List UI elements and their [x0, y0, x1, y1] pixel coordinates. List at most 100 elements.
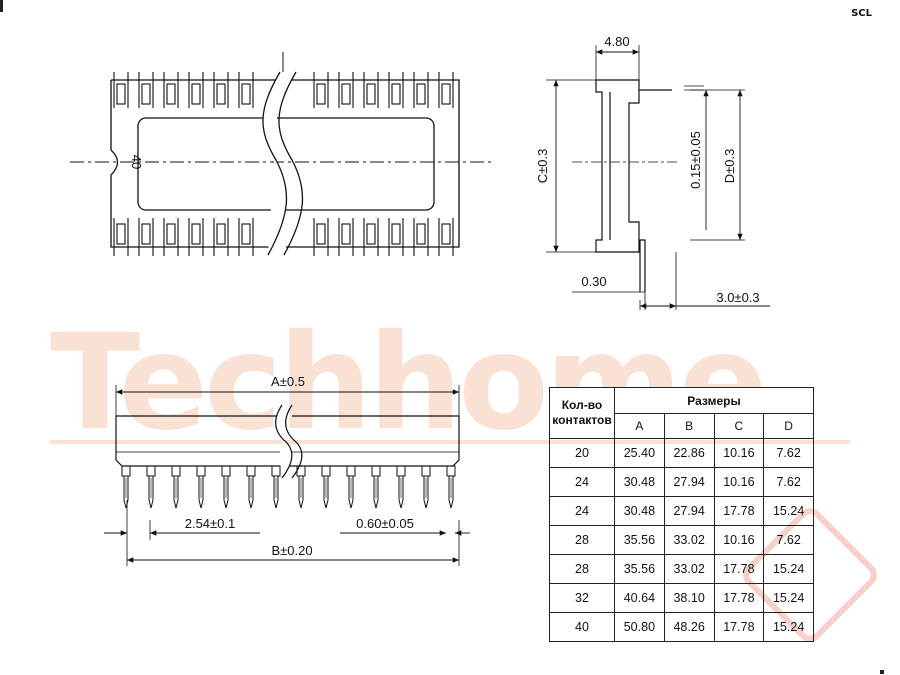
col-header-d: D [763, 413, 814, 439]
table-row: 24 30.48 27.94 10.16 7.62 [549, 467, 814, 497]
brand-label: SCL [851, 8, 872, 19]
cell-a: 25.40 [614, 438, 665, 468]
lead-pin [446, 465, 456, 509]
dim-pitch: 2.54±0.1 [185, 516, 236, 531]
cell-c: 10.16 [713, 525, 765, 555]
table-row: 32 40.64 38.10 17.78 15.24 [549, 583, 814, 613]
dim-pin-length: 3.0±0.3 [716, 290, 759, 305]
pin-contact [241, 223, 251, 245]
lead-pin [321, 465, 331, 509]
col-header-b: B [663, 413, 715, 439]
pin-contact [191, 83, 201, 105]
cell-c: 17.78 [713, 496, 765, 526]
table-row: 28 35.56 33.02 10.16 7.62 [549, 525, 814, 555]
cell-pins: 32 [549, 583, 615, 613]
cell-a: 40.64 [614, 583, 665, 613]
cell-pins: 24 [549, 496, 615, 526]
table-row: 24 30.48 27.94 17.78 15.24 [549, 496, 814, 526]
lead-pin [171, 465, 181, 509]
pin-contact [191, 223, 201, 245]
side-view [546, 45, 770, 310]
dim-c: C±0.3 [535, 149, 550, 184]
pin-contact [166, 223, 176, 245]
pin-contact [166, 83, 176, 105]
corner-mark [880, 670, 884, 674]
dim-b: B±0.20 [271, 543, 312, 558]
lead-pin [396, 465, 406, 509]
dim-pin-width: 0.60±0.05 [356, 516, 414, 531]
cell-b: 38.10 [663, 583, 715, 613]
dim-a: A±0.5 [271, 374, 305, 389]
cell-d: 7.62 [763, 438, 814, 468]
pin-contact [441, 83, 451, 105]
front-view [104, 385, 470, 566]
lead-pin [371, 465, 381, 509]
pin-contact [216, 83, 226, 105]
lead-pin [121, 465, 131, 509]
pin-contact [241, 83, 251, 105]
lead-pin [421, 465, 431, 509]
corner-mark [0, 0, 3, 12]
lead-pin [346, 465, 356, 509]
col-header-c: C [713, 413, 765, 439]
pin-contact [416, 83, 426, 105]
pin-contact [391, 223, 401, 245]
cell-a: 50.80 [614, 612, 665, 642]
table-row: 28 35.56 33.02 17.78 15.24 [549, 554, 814, 584]
pin-contact [316, 223, 326, 245]
pin-contact [416, 223, 426, 245]
cell-pins: 28 [549, 525, 615, 555]
cell-c: 17.78 [713, 583, 765, 613]
pin-contact [116, 223, 126, 245]
cell-c: 10.16 [713, 438, 765, 468]
lead-pin [246, 465, 256, 509]
cell-a: 35.56 [614, 525, 665, 555]
cell-pins: 40 [549, 612, 615, 642]
cell-d: 15.24 [763, 583, 814, 613]
cell-b: 33.02 [663, 554, 715, 584]
table-row: 20 25.40 22.86 10.16 7.62 [549, 438, 814, 468]
cell-a: 30.48 [614, 496, 665, 526]
cell-c: 10.16 [713, 467, 765, 497]
pin-contact [441, 223, 451, 245]
pin-contact [391, 83, 401, 105]
cell-d: 15.24 [763, 496, 814, 526]
pin-contact [116, 83, 126, 105]
pin-contact [341, 223, 351, 245]
pins-header: Кол-во контактов [549, 387, 615, 439]
cell-d: 15.24 [763, 612, 814, 642]
dim-thickness: 0.15±0.05 [688, 131, 703, 189]
lead-pin [296, 465, 306, 509]
pin-contact [141, 83, 151, 105]
lead-pin [146, 465, 156, 509]
cell-a: 30.48 [614, 467, 665, 497]
lead-pin [196, 465, 206, 509]
lead-pin [221, 465, 231, 509]
pin-contact [216, 223, 226, 245]
cell-b: 48.26 [663, 612, 715, 642]
cell-pins: 28 [549, 554, 615, 584]
cell-c: 17.78 [713, 554, 765, 584]
col-header-a: A [614, 413, 665, 439]
pin-contact [366, 223, 376, 245]
cell-d: 7.62 [763, 467, 814, 497]
cell-b: 22.86 [663, 438, 715, 468]
top-view [70, 52, 495, 256]
dim-d: D±0.3 [722, 149, 737, 184]
cell-pins: 24 [549, 467, 615, 497]
dim-body-width: 4.80 [604, 34, 629, 49]
lead-pin [271, 465, 281, 509]
sizes-header: Размеры [614, 387, 814, 414]
cell-d: 15.24 [763, 554, 814, 584]
cell-d: 7.62 [763, 525, 814, 555]
pin-contact [366, 83, 376, 105]
cell-c: 17.78 [713, 612, 765, 642]
dimensions-table: Кол-во контактов Размеры A B C D 20 25.4… [549, 387, 814, 642]
cell-b: 27.94 [663, 467, 715, 497]
cell-b: 33.02 [663, 525, 715, 555]
dim-lead-width: 0.30 [581, 274, 606, 289]
cell-pins: 20 [549, 438, 615, 468]
pin-contact [316, 83, 326, 105]
cell-b: 27.94 [663, 496, 715, 526]
table-row: 40 50.80 48.26 17.78 15.24 [549, 612, 814, 642]
